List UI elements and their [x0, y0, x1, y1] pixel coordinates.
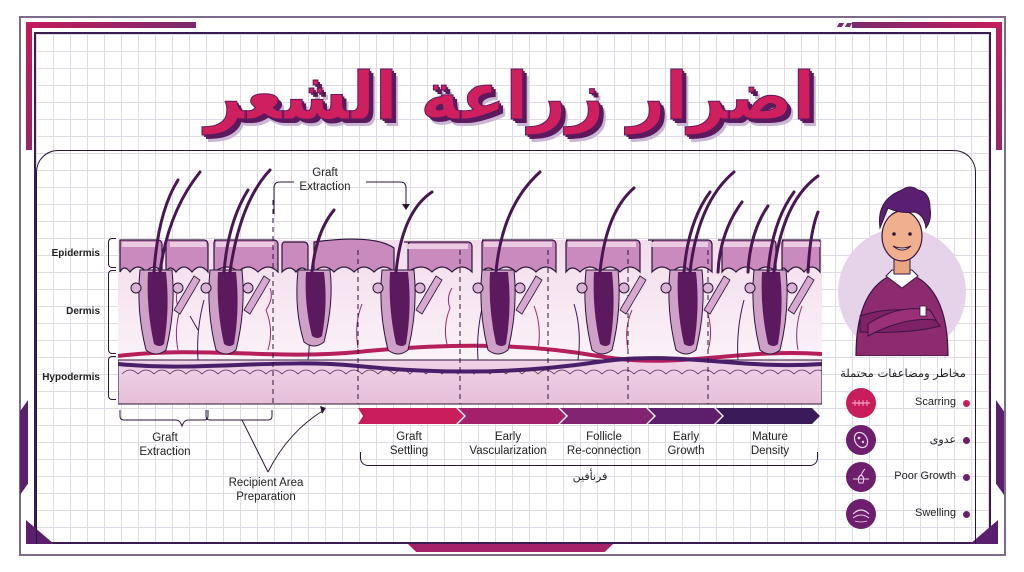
frame-accent-top-right: [852, 22, 1002, 28]
annotation-line: Extraction: [139, 446, 191, 458]
frame-accent-right-bar: [996, 400, 1004, 495]
annotation-recipient-area-preparation: Recipient Area Preparation: [224, 476, 308, 504]
bullet-dot: [963, 474, 970, 481]
phase-line: Density: [750, 445, 790, 457]
timeline-phase-follicle-reconnection: [560, 408, 654, 424]
phase-label-follicle-reconnection: Follicle Re-connection: [567, 430, 641, 458]
phase-line: Re-connection: [566, 445, 642, 457]
swelling-icon: [846, 499, 876, 529]
graft-extraction-arrow: [273, 181, 410, 214]
risk-item-poor-growth: Poor Growth: [846, 462, 976, 492]
phase-line: Settling: [389, 445, 429, 457]
risk-label: Scarring: [915, 396, 956, 408]
phase-line: Early: [672, 431, 700, 443]
risk-label: Poor Growth: [894, 470, 956, 482]
lower-braces: [119, 406, 326, 473]
phase-line: Vascularization: [469, 445, 547, 457]
annotation-graft-extraction-top: Graft Extraction: [292, 166, 358, 194]
phase-line: Early: [494, 431, 522, 443]
recovery-timeline: [358, 408, 820, 424]
skin-cross-section-diagram: [118, 168, 822, 405]
bullet-dot: [963, 437, 970, 444]
annotation-line: Preparation: [236, 491, 296, 503]
phase-line: Follicle: [586, 431, 622, 443]
brace-hypodermis: [108, 356, 116, 400]
annotation-line: Graft: [152, 432, 178, 444]
risk-item-infection: عدوى: [846, 425, 976, 455]
timeline-brace: [360, 452, 818, 466]
risk-item-scarring: Scarring: [846, 388, 976, 418]
phase-label-early-vascularization: Early Vascularization: [469, 430, 546, 458]
phase-line: Growth: [667, 445, 705, 457]
bacteria-icon: [846, 425, 876, 455]
phase-label-graft-settling: Graft Settling: [390, 430, 428, 458]
layer-label-epidermis: Epidermis: [51, 248, 100, 259]
bullet-dot: [963, 400, 970, 407]
bullet-dot: [963, 511, 970, 518]
frame-accent-left-vertical: [26, 22, 32, 150]
risks-title: مخاطر ومضاعفات محتملة: [840, 366, 966, 380]
timeline-phase-early-vascularization: [458, 408, 566, 424]
hair-follicles: [130, 168, 820, 355]
phase-line: Graft: [396, 431, 422, 443]
layer-label-dermis: Dermis: [66, 306, 100, 317]
brace-epidermis: [108, 238, 116, 268]
phase-line: Mature: [752, 431, 788, 443]
man-avatar-illustration: [855, 186, 949, 356]
timeline-phase-graft-settling: [358, 408, 464, 424]
phase-label-mature-density: Mature Density: [751, 430, 789, 458]
content-panel: [36, 150, 976, 544]
frame-accent-left-bar: [20, 400, 28, 495]
phase-label-early-growth: Early Growth: [667, 430, 704, 458]
frame-accent-right-vertical: [996, 22, 1002, 150]
annotation-line: Graft: [312, 167, 338, 179]
brace-dermis: [108, 270, 116, 354]
page-title: اضرار زراعة الشعر: [204, 57, 816, 135]
frame-accent-top-left: [26, 22, 196, 28]
risk-label: Swelling: [915, 507, 956, 519]
timeline-phase-early-growth: [648, 408, 722, 424]
frame-bottom-tab: [408, 544, 613, 552]
annotation-graft-extraction-bottom: Graft Extraction: [132, 431, 198, 459]
risk-label: عدوى: [929, 434, 956, 446]
scar-icon: [846, 388, 876, 418]
timeline-phase-mature-density: [716, 408, 820, 424]
hair-follicle-icon: [846, 462, 876, 492]
annotation-line: Recipient Area: [228, 477, 304, 489]
annotation-line: Extraction: [299, 181, 351, 193]
timeline-phase-labels: Graft Settling Early Vascularization Fol…: [358, 430, 820, 460]
layer-label-hypodermis: Hypodermis: [42, 372, 100, 383]
risk-item-swelling: Swelling: [846, 499, 976, 529]
timeline-caption: فرنأفين: [572, 470, 608, 483]
